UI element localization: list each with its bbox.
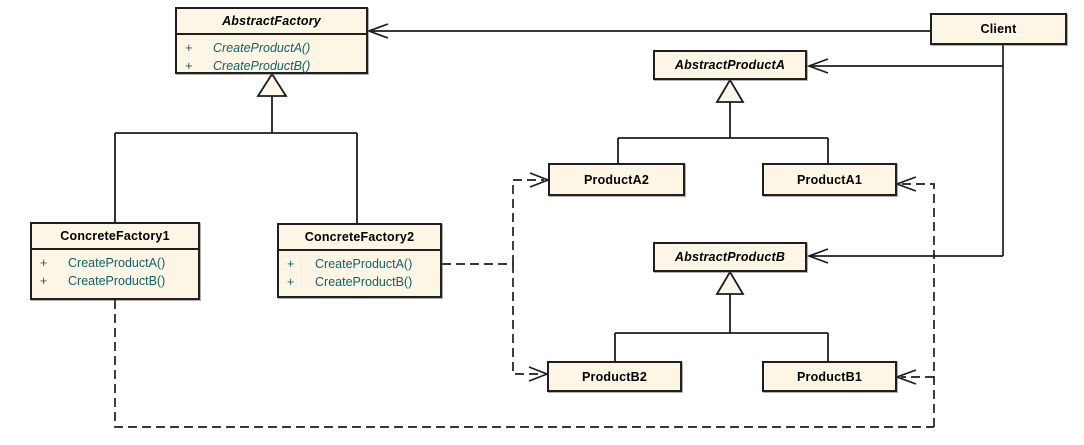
class-product-b1[interactable]: ProductB1 — [762, 361, 897, 392]
class-methods-compartment: + CreateProductA() + CreateProductB() — [279, 251, 440, 294]
class-name: ProductA1 — [796, 172, 862, 187]
class-abstract-product-a[interactable]: AbstractProductA — [653, 50, 807, 80]
method-signature: CreateProductA() — [315, 257, 413, 271]
class-methods-compartment: + CreateProductA() + CreateProductB() — [32, 250, 198, 293]
edge-gen-product-b — [614, 270, 829, 361]
method-visibility: + — [40, 274, 48, 288]
class-product-a1[interactable]: ProductA1 — [762, 163, 897, 196]
edge-client-abstractfactory — [366, 23, 930, 39]
class-concrete-factory2[interactable]: ConcreteFactory2 + CreateProductA() + Cr… — [277, 223, 442, 298]
method-signature: CreateProductB() — [315, 275, 413, 289]
class-title-compartment: ConcreteFactory2 — [279, 225, 440, 251]
class-name: ConcreteFactory1 — [60, 229, 170, 243]
method-signature: CreateProductA() — [213, 41, 311, 55]
class-name: AbstractFactory — [222, 14, 321, 28]
class-abstract-factory[interactable]: AbstractFactory + CreateProductA() + Cre… — [175, 7, 368, 74]
method-row: + CreateProductB() — [185, 59, 362, 74]
class-product-b2[interactable]: ProductB2 — [547, 361, 682, 392]
class-name: ProductB2 — [581, 369, 647, 384]
class-concrete-factory1[interactable]: ConcreteFactory1 + CreateProductA() + Cr… — [30, 222, 200, 300]
class-name: ConcreteFactory2 — [304, 230, 415, 244]
class-product-a2[interactable]: ProductA2 — [548, 163, 685, 196]
edge-dep-factory1 — [114, 176, 935, 428]
class-name: AbstractProductA — [674, 58, 786, 72]
edge-client-products — [806, 45, 1004, 264]
method-row: + CreateProductB() — [40, 274, 194, 289]
method-row: + CreateProductA() — [287, 257, 436, 272]
class-title-compartment: ConcreteFactory1 — [32, 224, 198, 250]
class-name: ProductB1 — [796, 369, 862, 384]
class-client[interactable]: Client — [930, 13, 1067, 45]
method-signature: CreateProductB() — [213, 59, 311, 73]
method-row: + CreateProductA() — [185, 41, 362, 56]
method-visibility: + — [185, 59, 193, 73]
method-signature: CreateProductA() — [68, 256, 166, 270]
class-name: Client — [980, 22, 1017, 36]
edge-gen-factories — [114, 72, 358, 223]
method-signature: CreateProductB() — [68, 274, 166, 288]
class-abstract-product-b[interactable]: AbstractProductB — [653, 242, 807, 272]
method-row: + CreateProductB() — [287, 275, 436, 290]
class-methods-compartment: + CreateProductA() + CreateProductB() — [177, 35, 366, 78]
method-visibility: + — [185, 41, 193, 55]
edge-dep-factory2 — [442, 172, 551, 382]
method-visibility: + — [287, 257, 295, 271]
method-visibility: + — [287, 275, 295, 289]
method-row: + CreateProductA() — [40, 256, 194, 271]
edge-gen-product-a — [617, 78, 829, 163]
class-name: ProductA2 — [583, 172, 649, 187]
class-name: AbstractProductB — [674, 250, 786, 264]
class-title-compartment: AbstractFactory — [177, 9, 366, 35]
method-visibility: + — [40, 256, 48, 270]
